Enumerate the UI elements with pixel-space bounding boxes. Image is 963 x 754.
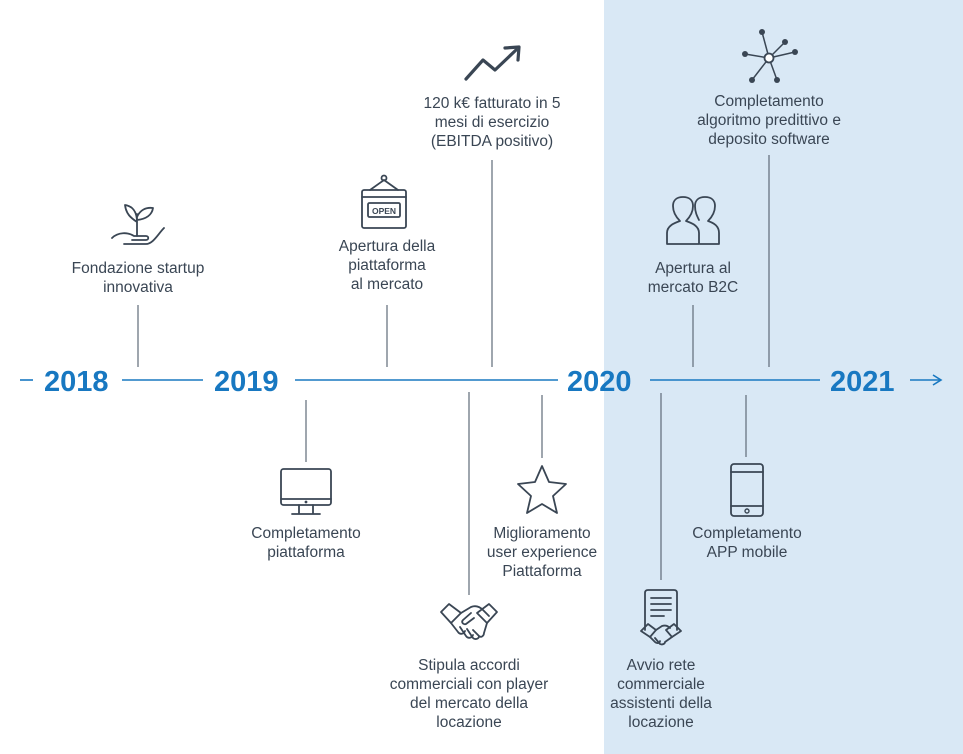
network-nodes-icon [742,29,798,83]
event-apertura-b2c: Apertura al mercato B2C [647,260,739,296]
event-avvio-rete-commerciale: Avvio rete commerciale assistenti della … [610,657,712,731]
sprout-in-hand-icon [111,204,165,245]
axis-arrow-icon [932,374,943,386]
year-2018: 2018 [44,366,109,398]
smartphone-icon [730,463,764,517]
open-sign-icon: OPEN [361,174,407,229]
year-2020: 2020 [567,366,632,398]
handshake-icon [440,603,498,640]
monitor-icon [280,468,332,515]
event-completamento-app: Completamento APP mobile [692,525,802,561]
year-2019: 2019 [214,366,279,398]
highlight-band-2020-2021 [604,0,963,754]
users-icon [666,196,720,245]
trend-up-arrow-icon [464,45,521,81]
open-sign-text: OPEN [372,206,396,216]
star-icon [517,465,567,514]
year-2021: 2021 [830,366,895,398]
event-apertura-piattaforma: Apertura della piattaforma al mercato [338,238,436,293]
event-miglioramento-ux: Miglioramento user experience Piattaform… [486,525,598,580]
event-completamento-piattaforma: Completamento piattaforma [251,525,361,561]
timeline-axis [20,374,943,386]
event-algoritmo-predittivo: Completamento algoritmo predittivo e dep… [697,93,841,148]
event-stipula-accordi: Stipula accordi commerciali con player d… [389,657,549,731]
event-fatturato: 120 k€ fatturato in 5 mesi di esercizio … [423,95,561,150]
event-fondazione-startup: Fondazione startup innovativa [71,260,205,296]
contract-handshake-icon [640,589,682,646]
